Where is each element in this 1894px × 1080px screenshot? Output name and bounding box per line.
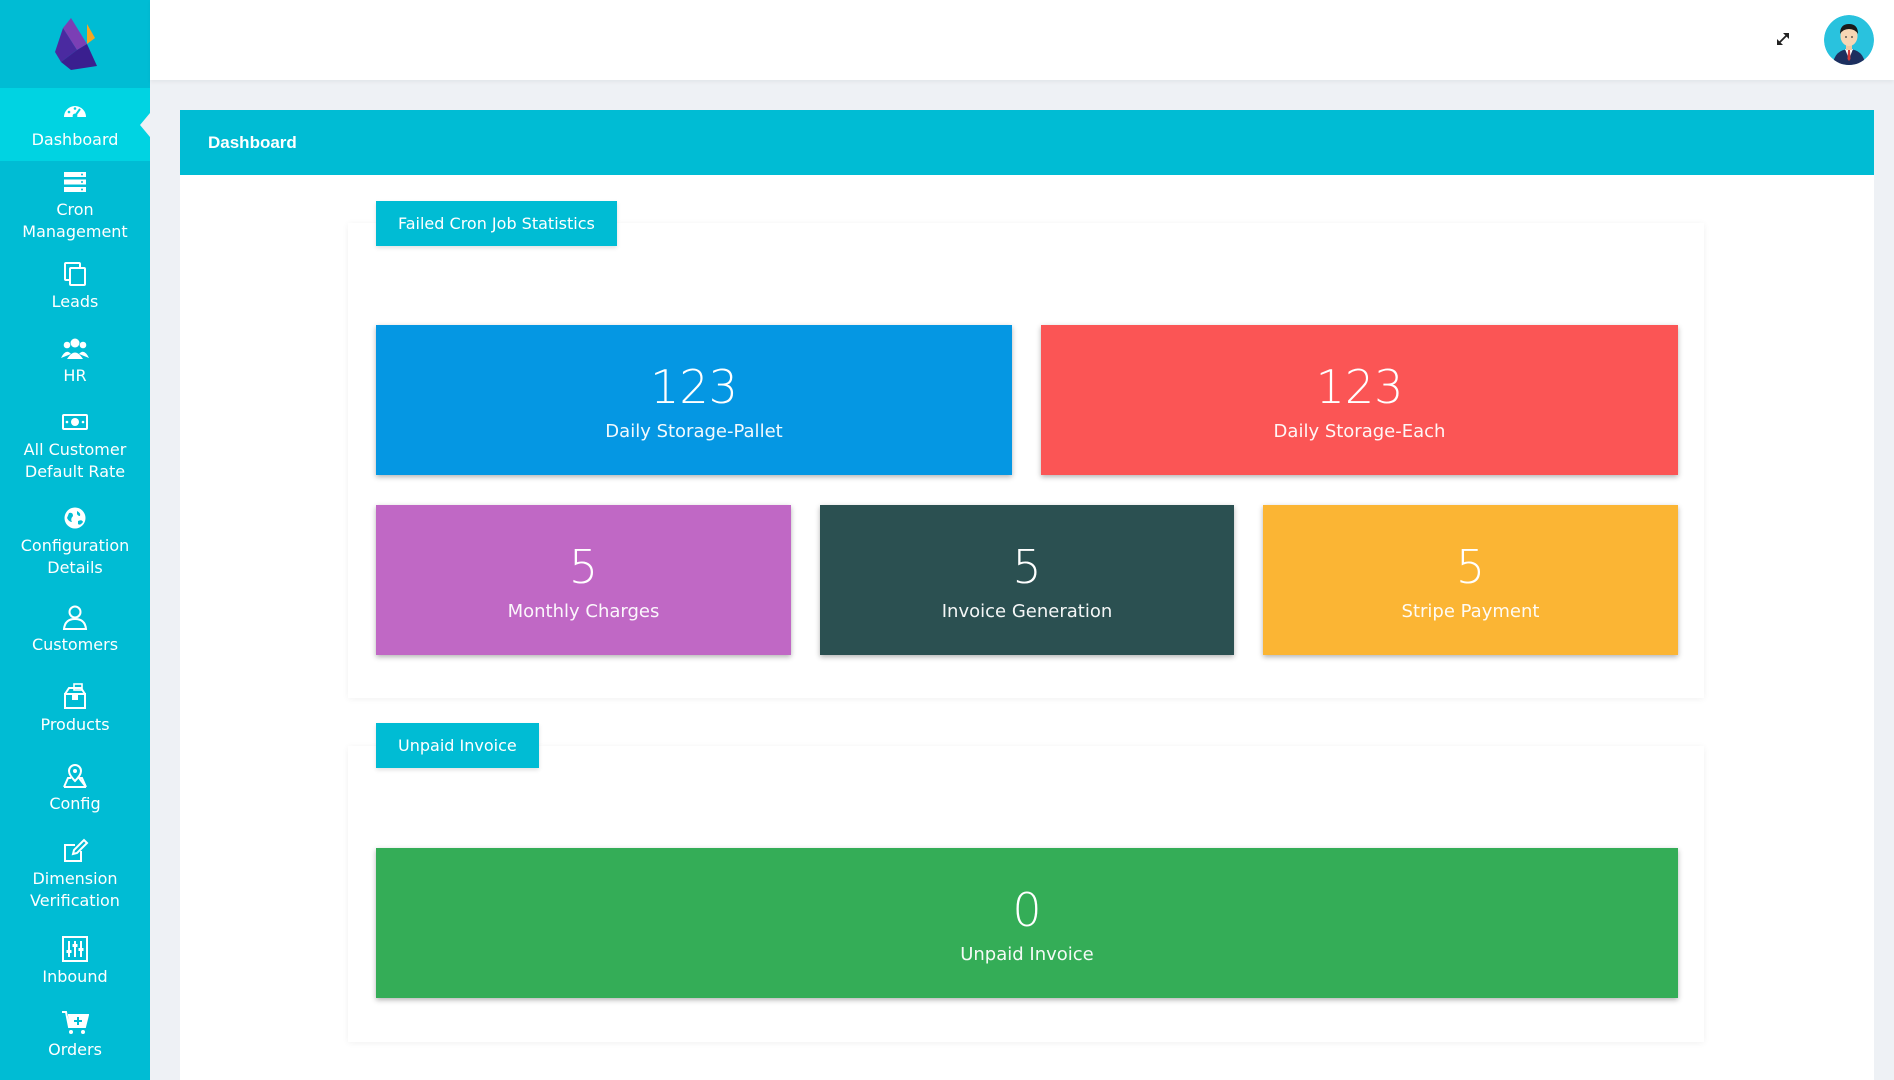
top-bar	[150, 0, 1894, 80]
sidebar-item-dashboard[interactable]: Dashboard	[0, 88, 150, 161]
content-area: Dashboard Failed Cron Job Statistics 123…	[180, 110, 1874, 1080]
stat-card-value: 5	[1455, 539, 1486, 594]
stat-card-value: 0	[1012, 882, 1042, 937]
stat-card-daily-storage-each[interactable]: 123 Daily Storage-Each	[1041, 325, 1678, 475]
edit-icon	[61, 837, 89, 865]
stat-card-monthly-charges[interactable]: 5 Monthly Charges	[376, 505, 791, 655]
stat-card-unpaid-invoice[interactable]: 0 Unpaid Invoice	[376, 848, 1678, 998]
stat-card-label: Invoice Generation	[941, 600, 1113, 622]
sidebar-item-label: Orders	[48, 1040, 102, 1059]
stat-card-value: 5	[568, 539, 599, 594]
sliders-icon	[61, 935, 89, 963]
globe-icon	[61, 504, 89, 532]
sidebar-item-orders[interactable]: Orders	[0, 1001, 150, 1068]
user-avatar-icon	[1824, 15, 1874, 65]
page-header: Dashboard	[180, 110, 1874, 175]
sidebar-item-label: Configuration Details	[20, 535, 130, 577]
sidebar-item-label: Cron Management	[22, 199, 128, 241]
sidebar-item-label: Customers	[31, 634, 119, 654]
stat-card-label: Unpaid Invoice	[960, 943, 1094, 965]
sidebar: Dashboard Cron Management Leads HR All C…	[0, 0, 150, 1080]
stat-card-value: 123	[650, 359, 738, 414]
logo-icon	[55, 18, 97, 70]
sidebar-item-label: Leads	[51, 291, 99, 311]
user-outline-icon	[61, 603, 89, 631]
cart-plus-icon	[61, 1008, 89, 1036]
sidebar-item-label: Inbound	[42, 966, 108, 986]
stat-card-value: 123	[1315, 359, 1404, 414]
stat-card-value: 5	[1012, 539, 1042, 594]
stat-card-label: Monthly Charges	[507, 600, 660, 622]
stat-card-label: Stripe Payment	[1401, 600, 1540, 622]
dashboard-gauge-icon	[61, 98, 89, 126]
boxes-icon	[61, 682, 89, 711]
sidebar-item-inbound[interactable]: Inbound	[0, 921, 150, 1001]
sidebar-item-config[interactable]: Config	[0, 749, 150, 827]
server-icon	[61, 168, 89, 196]
stat-card-label: Daily Storage-Pallet	[605, 420, 783, 442]
sidebar-item-dimension-verification[interactable]: Dimension Verification	[0, 827, 150, 921]
app-logo[interactable]	[0, 0, 150, 88]
sidebar-item-customers[interactable]: Customers	[0, 589, 150, 669]
sidebar-item-all-customer-default-rate[interactable]: All Customer Default Rate	[0, 397, 150, 493]
user-avatar[interactable]	[1824, 15, 1874, 65]
fullscreen-toggle-button[interactable]	[1772, 28, 1794, 50]
stat-card-label: Daily Storage-Each	[1273, 420, 1446, 442]
map-pin-icon	[61, 762, 89, 790]
sidebar-item-cron-management[interactable]: Cron Management	[0, 161, 150, 249]
sidebar-item-configuration-details[interactable]: Configuration Details	[0, 493, 150, 589]
sidebar-item-label: Dimension Verification	[30, 868, 120, 910]
unpaid-invoice-panel-title: Unpaid Invoice	[376, 723, 539, 768]
page-title: Dashboard	[208, 132, 297, 152]
sidebar-item-label: Products	[40, 714, 110, 734]
sidebar-item-hr[interactable]: HR	[0, 323, 150, 397]
sidebar-item-label: Dashboard	[31, 130, 119, 149]
sidebar-item-leads[interactable]: Leads	[0, 249, 150, 323]
expand-icon	[1777, 33, 1789, 45]
stat-card-invoice-generation[interactable]: 5 Invoice Generation	[820, 505, 1234, 655]
stat-card-daily-storage-pallet[interactable]: 123 Daily Storage-Pallet	[376, 325, 1012, 475]
sidebar-item-label: All Customer Default Rate	[23, 439, 127, 481]
sidebar-item-label: HR	[63, 365, 87, 385]
copy-icon	[61, 260, 89, 288]
money-icon	[61, 408, 89, 436]
failed-cron-panel-title: Failed Cron Job Statistics	[376, 201, 617, 246]
users-icon	[61, 334, 89, 362]
stat-card-stripe-payment[interactable]: 5 Stripe Payment	[1263, 505, 1678, 655]
sidebar-item-products[interactable]: Products	[0, 669, 150, 749]
sidebar-item-label: Config	[49, 793, 101, 813]
